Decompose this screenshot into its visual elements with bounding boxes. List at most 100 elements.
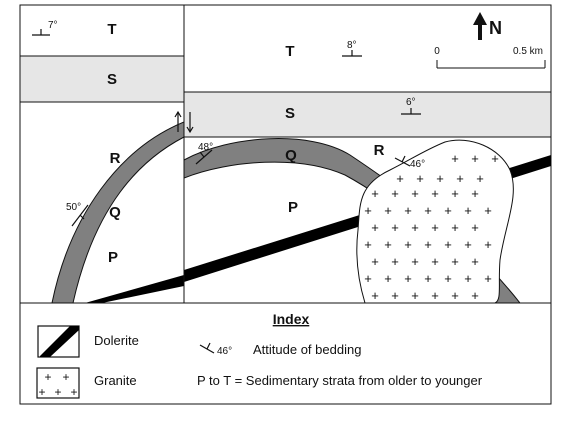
- label-q-left: Q: [109, 204, 121, 221]
- svg-text:+: +: [404, 203, 412, 218]
- svg-text:+: +: [491, 151, 499, 166]
- svg-text:+: +: [70, 385, 77, 399]
- dip-symbol-icon: [32, 29, 50, 36]
- bedding-symbol-icon: [199, 342, 215, 354]
- svg-text:+: +: [391, 254, 399, 269]
- svg-text:+: +: [484, 203, 492, 218]
- scale-end: 0.5 km: [513, 46, 543, 57]
- svg-text:+: +: [436, 171, 444, 186]
- svg-text:+: +: [471, 220, 479, 235]
- svg-text:+: +: [384, 271, 392, 286]
- dip-symbol-icon: [394, 155, 411, 167]
- svg-text:+: +: [404, 271, 412, 286]
- svg-text:+: +: [391, 186, 399, 201]
- svg-text:+: +: [54, 385, 61, 399]
- label-p-right: P: [288, 199, 298, 216]
- left-block: [20, 55, 184, 303]
- svg-text:+: +: [484, 271, 492, 286]
- svg-text:+: +: [371, 220, 379, 235]
- svg-text:+: +: [384, 237, 392, 252]
- north-label: N: [489, 18, 502, 38]
- svg-text:+: +: [476, 171, 484, 186]
- dip-top-right: 8°: [347, 40, 357, 51]
- svg-text:+: +: [431, 186, 439, 201]
- dip-s-right: 6°: [406, 97, 416, 108]
- svg-text:+: +: [384, 203, 392, 218]
- svg-text:+: +: [464, 203, 472, 218]
- svg-text:+: +: [451, 254, 459, 269]
- s-band-right: [184, 91, 551, 138]
- dolerite-swatch: [37, 325, 80, 358]
- granite-label: Granite: [94, 373, 137, 388]
- svg-text:+: +: [444, 271, 452, 286]
- granite-swatch: ++ +++: [36, 367, 80, 399]
- svg-text:+: +: [456, 171, 464, 186]
- label-s-left: S: [107, 71, 117, 88]
- svg-text:+: +: [371, 288, 379, 303]
- svg-text:+: +: [431, 254, 439, 269]
- bedding-label: Attitude of bedding: [253, 342, 361, 357]
- svg-text:+: +: [471, 151, 479, 166]
- svg-text:+: +: [431, 220, 439, 235]
- scale-start: 0: [434, 46, 440, 57]
- svg-text:+: +: [364, 271, 372, 286]
- svg-text:+: +: [424, 203, 432, 218]
- s-band-left: [20, 55, 184, 103]
- dip-r-right: 46°: [410, 159, 425, 170]
- label-s-right: S: [285, 105, 295, 122]
- dip-top-left: 7°: [48, 20, 58, 31]
- svg-text:+: +: [471, 288, 479, 303]
- svg-text:+: +: [391, 220, 399, 235]
- label-r-right: R: [374, 142, 385, 159]
- svg-text:+: +: [364, 203, 372, 218]
- svg-text:+: +: [424, 237, 432, 252]
- dip-q-left: 50°: [66, 202, 81, 213]
- svg-text:+: +: [391, 288, 399, 303]
- dip-symbol-icon: [401, 108, 421, 115]
- right-block: +++ +++++ ++++++ +++++++ ++++++ +++++++ …: [184, 91, 551, 303]
- dip-q-right: 48°: [198, 142, 213, 153]
- svg-text:+: +: [471, 186, 479, 201]
- svg-text:+: +: [371, 186, 379, 201]
- svg-text:+: +: [451, 220, 459, 235]
- svg-text:+: +: [411, 220, 419, 235]
- svg-text:+: +: [444, 203, 452, 218]
- dolerite-dyke-left: [85, 275, 184, 303]
- svg-text:+: +: [404, 237, 412, 252]
- label-t-left: T: [107, 21, 116, 38]
- svg-text:+: +: [411, 186, 419, 201]
- svg-text:+: +: [451, 186, 459, 201]
- dip-symbol-icon: [342, 50, 362, 57]
- svg-text:+: +: [62, 370, 69, 384]
- svg-text:+: +: [416, 171, 424, 186]
- svg-text:+: +: [451, 151, 459, 166]
- svg-text:+: +: [451, 288, 459, 303]
- fault-arrows-icon: [174, 110, 194, 134]
- svg-text:+: +: [38, 385, 45, 399]
- strata-note: P to T = Sedimentary strata from older t…: [197, 373, 483, 388]
- svg-text:+: +: [44, 370, 51, 384]
- svg-text:+: +: [431, 288, 439, 303]
- dolerite-label: Dolerite: [94, 333, 139, 348]
- bedding-dip-value: 46°: [217, 346, 232, 357]
- north-arrow-icon: [473, 12, 487, 40]
- dip-symbol-icon: [195, 149, 213, 165]
- index-title: Index: [273, 311, 310, 327]
- svg-text:+: +: [424, 271, 432, 286]
- label-q-right: Q: [285, 147, 297, 164]
- label-p-left: P: [108, 249, 118, 266]
- svg-text:+: +: [371, 254, 379, 269]
- granite-body: [356, 139, 514, 303]
- svg-text:+: +: [364, 237, 372, 252]
- svg-text:+: +: [464, 237, 472, 252]
- svg-text:+: +: [396, 171, 404, 186]
- svg-text:+: +: [471, 254, 479, 269]
- svg-text:+: +: [411, 288, 419, 303]
- svg-text:+: +: [444, 237, 452, 252]
- label-t-right: T: [285, 43, 294, 60]
- svg-text:+: +: [484, 237, 492, 252]
- svg-text:+: +: [464, 271, 472, 286]
- granite-pattern: +++ +++++ ++++++ +++++++ ++++++ +++++++ …: [364, 151, 499, 303]
- dip-symbol-icon: [71, 204, 89, 227]
